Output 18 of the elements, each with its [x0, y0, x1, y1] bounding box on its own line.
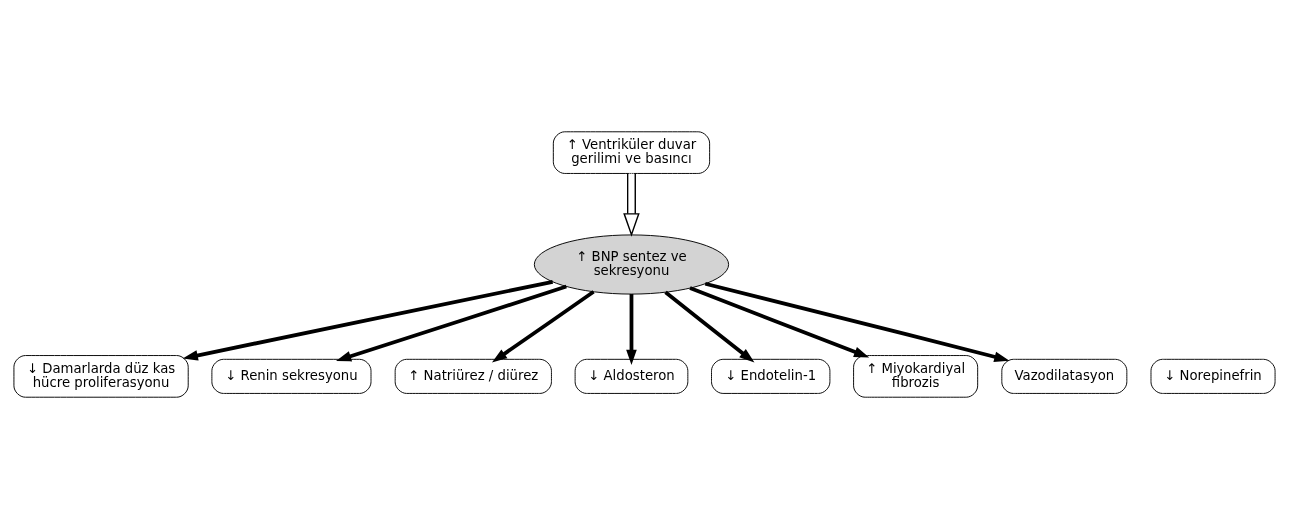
arrow: [689, 285, 870, 357]
node-box: ↓ Norepinefrin: [1150, 358, 1276, 394]
node-box: Vazodilatasyon: [1001, 358, 1128, 394]
arrow: [704, 281, 1010, 362]
arrow: [664, 290, 755, 363]
node-box: ↓ Endotelin-1: [711, 358, 831, 394]
node-ellipse: ↑ BNP sentez ve sekresyonu: [533, 233, 730, 295]
node-box: ↓ Renin sekresyonu: [211, 358, 372, 394]
node-box: ↓ Aldosteron: [574, 358, 689, 394]
arrow: [182, 279, 554, 361]
arrow: [491, 289, 595, 362]
arrow: [626, 293, 637, 365]
node-box: ↓ Damarlarda düz kas hücre proliferasyonu: [13, 354, 189, 398]
arrow: [623, 172, 640, 237]
node-box: ↑ Natriürez / diürez: [394, 358, 552, 394]
node-box: ↑ Miyokardiyal fibrozis: [853, 354, 979, 398]
arrow: [336, 284, 567, 361]
node-box: ↑ Ventriküler duvar gerilimi ve basıncı: [552, 130, 711, 174]
